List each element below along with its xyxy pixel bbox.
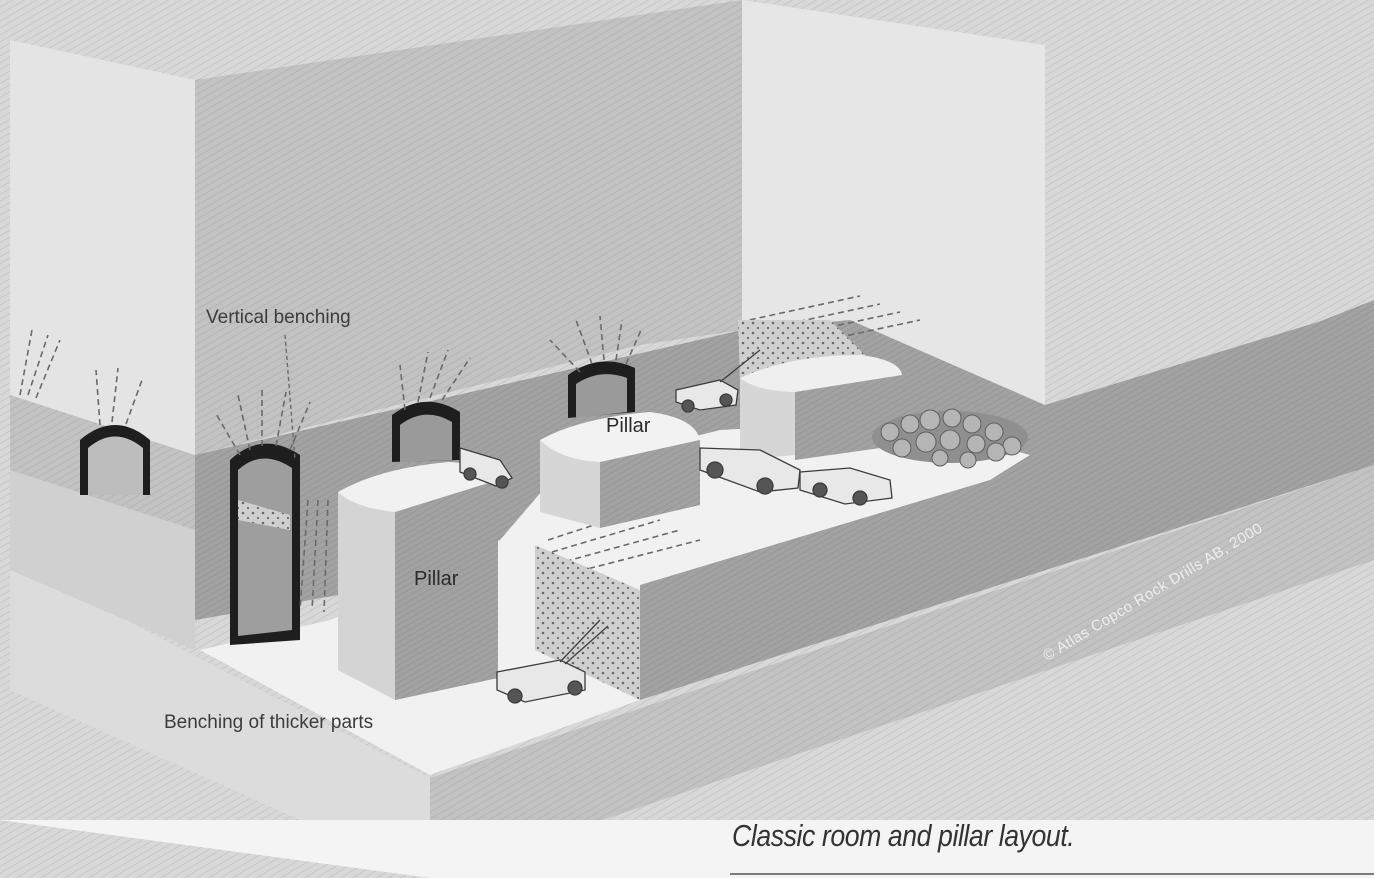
back-rock-face-light [742,0,1045,405]
loader-mid [699,447,801,495]
front-slab-left-face [10,560,430,878]
vehicles [459,349,893,704]
label-benching-thicker-parts: Benching of thicker parts [164,712,374,733]
front-slab-right-face [430,465,1374,878]
figure-caption: Classic room and pillar layout. [732,818,1075,853]
drift-arch-4-inner [576,374,627,418]
label-pillar-front: Pillar [414,568,459,590]
label-vertical-benching: Vertical benching [206,307,351,328]
pillar-middle [540,412,700,528]
drill-rig-left [459,447,513,489]
left-rock-face-light [10,40,195,455]
label-pillar-back: Pillar [606,415,651,437]
muck-pile [872,408,1028,469]
left-rock-face-shaded [195,0,742,455]
pillar-front [338,462,498,700]
left-seam-lower [10,470,195,650]
drill-rig-front [496,619,609,704]
drift-arches [80,361,635,645]
drill-rig-back [675,349,761,413]
caption-band-slab [0,820,430,878]
drift-arch-3-inner [400,414,452,462]
bench-face-left [238,500,290,530]
loader-right [799,467,893,506]
drift-arch-2-inner [238,458,292,636]
drift-arch-1-inner [88,436,143,495]
right-seam-face [640,300,1374,700]
